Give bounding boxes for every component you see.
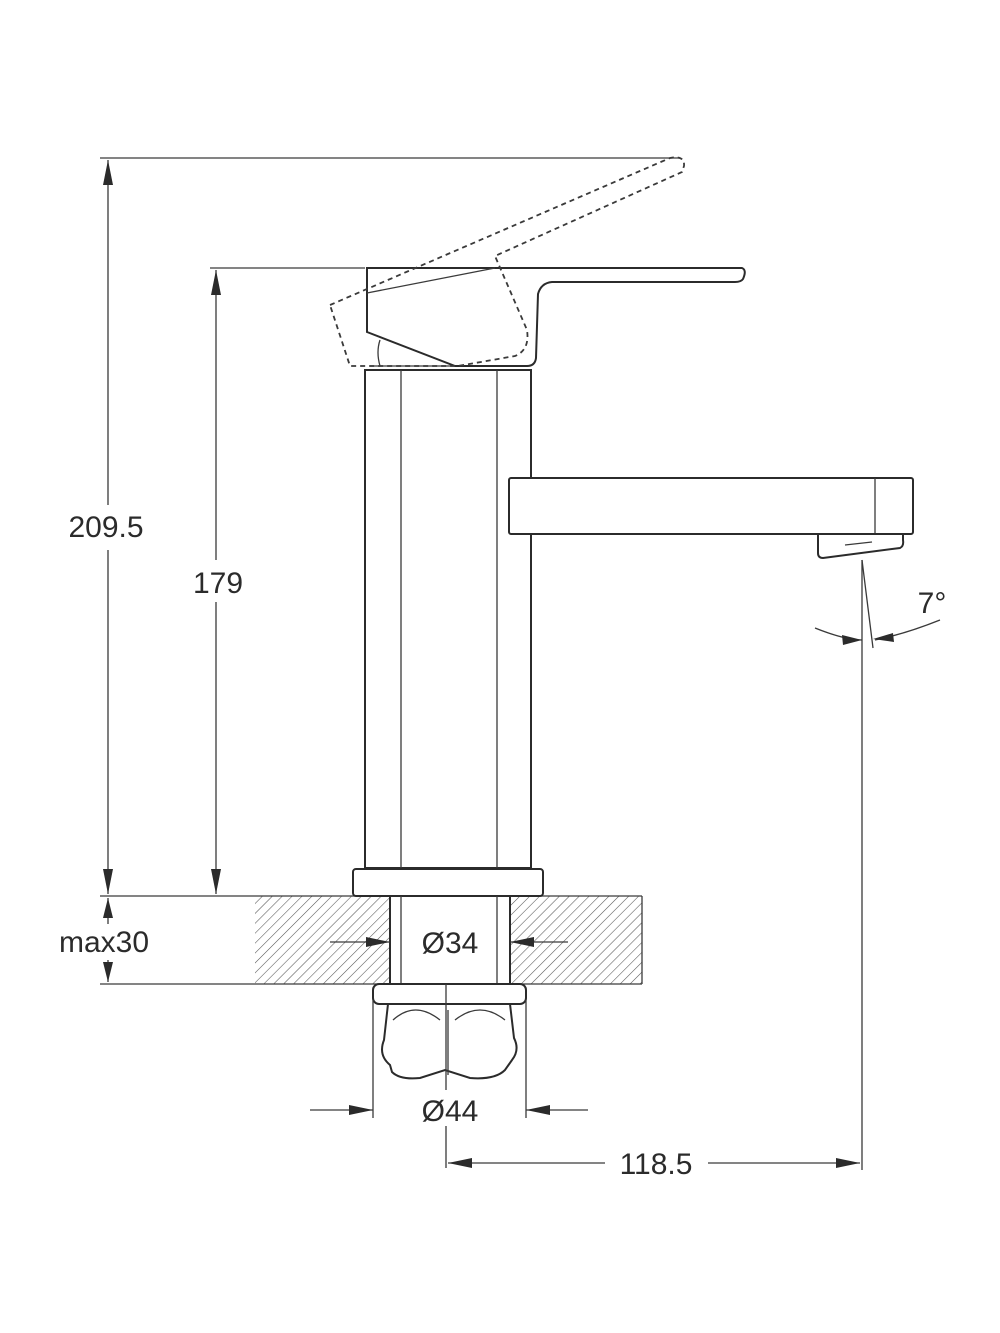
extension-lines [100,157,680,985]
dimension-hole-diameter: Ø34 [330,922,568,960]
dimension-counter-thickness: max30 [52,898,160,982]
faucet-body [364,365,532,869]
body-height-label: 179 [193,567,243,600]
lever-handle-open-position [328,156,685,367]
hole-diameter-label: Ø34 [422,927,479,960]
dimension-spout-reach: 118.5 [448,560,863,1181]
nut-diameter-label: Ø44 [422,1095,479,1128]
dimension-total-height: 209.5 [68,160,144,894]
aerator-angle-label: 7° [918,587,947,620]
counter-thickness-label: max30 [59,926,149,959]
spout-reach-label: 118.5 [620,1148,693,1181]
lever-handle [366,267,746,367]
base-flange [352,868,544,897]
total-height-label: 209.5 [68,511,143,544]
spout [508,477,914,560]
dimension-body-height: 179 [193,270,243,894]
dimension-aerator-angle: 7° [814,559,947,649]
dimension-nut-diameter: Ø44 [310,1090,588,1128]
